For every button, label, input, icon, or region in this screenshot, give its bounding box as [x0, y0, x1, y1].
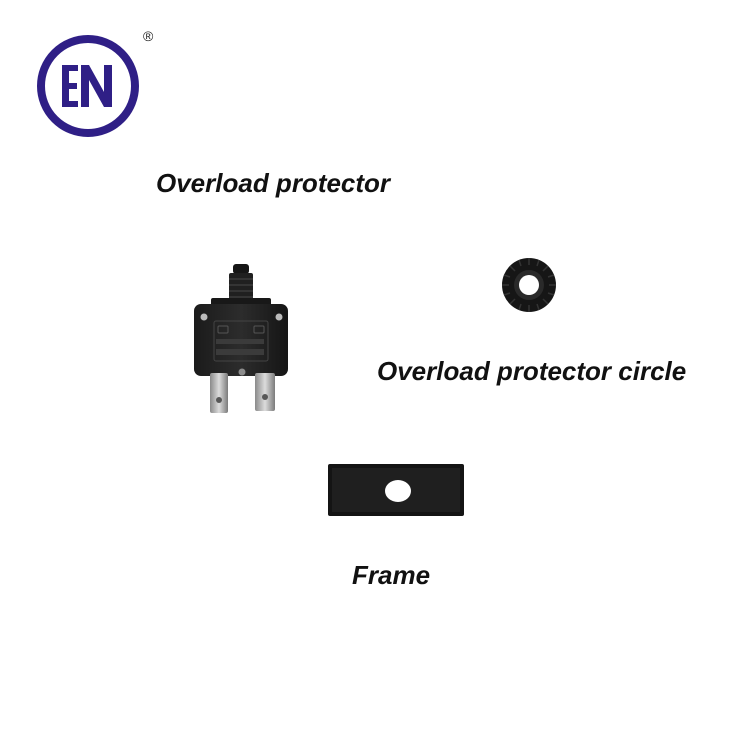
en-logo-icon: [37, 35, 139, 137]
registered-mark: ®: [143, 28, 154, 44]
overload-protector-photo: [194, 264, 288, 413]
overload-protector-label: Overload protector: [156, 168, 391, 198]
frame-label: Frame: [352, 560, 431, 590]
overload-protector-circle-label: Overload protector circle: [377, 356, 687, 386]
frame-photo: [328, 464, 464, 516]
overload-protector-circle-photo: [502, 258, 556, 312]
